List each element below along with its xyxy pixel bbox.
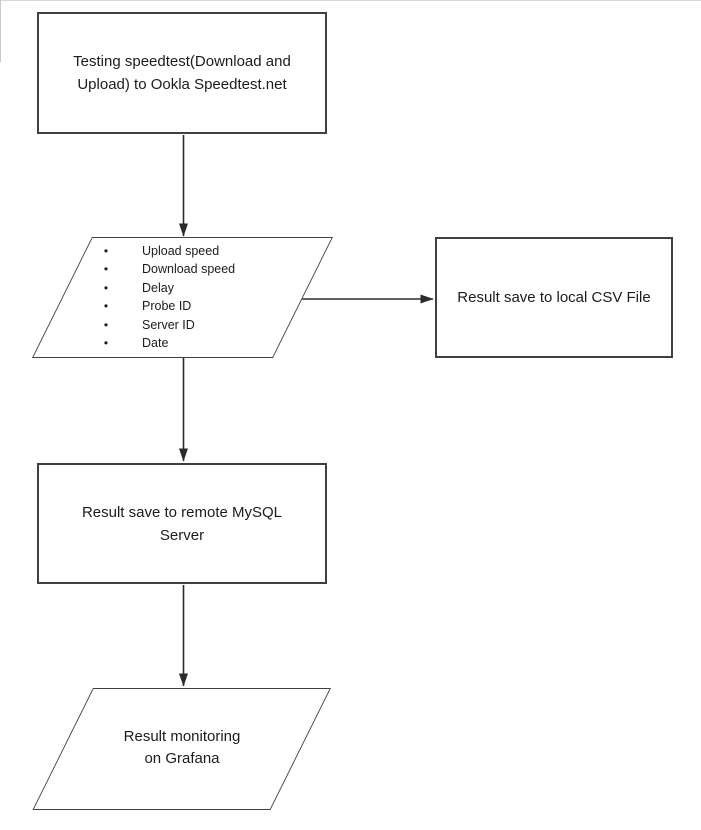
list-item-label: Server ID: [142, 317, 195, 332]
list-item: • Download speed: [101, 260, 311, 278]
process-speedtest-box: [37, 12, 327, 134]
list-item: • Delay: [101, 279, 311, 297]
process-mysql-label: Result save to remote MySQL Server: [37, 463, 327, 584]
data-grafana-label-line2: on Grafana: [144, 750, 220, 767]
bullet-icon: •: [103, 299, 109, 314]
bullet-icon: •: [103, 317, 109, 332]
process-csv-label-line: Result save to local CSV File: [457, 289, 651, 306]
process-speedtest-label-line1: Testing speedtest(Download and: [73, 53, 291, 70]
list-item: • Upload speed: [101, 242, 311, 260]
list-item: • Server ID: [101, 316, 311, 334]
process-csv-box: [435, 237, 673, 358]
bullet-icon: •: [103, 280, 109, 295]
list-item: • Probe ID: [101, 297, 311, 315]
list-item-label: Date: [142, 335, 169, 350]
bullet-icon: •: [103, 244, 109, 258]
process-mysql-label-line2: Server: [159, 526, 205, 544]
process-speedtest-label: Testing speedtest(Download and Upload) t…: [37, 12, 327, 134]
process-mysql-label-line1: Result save to remote MySQL: [81, 503, 283, 521]
bullet-icon: •: [103, 262, 109, 277]
page-left-edge: [0, 0, 1, 62]
list-item-label: Delay: [142, 280, 174, 295]
data-grafana-label-line1: Result monitoring: [123, 728, 241, 745]
bullet-icon: •: [103, 335, 109, 350]
list-item-label: Probe ID: [142, 299, 192, 314]
data-results-list: • Upload speed • Download speed • Delay …: [101, 242, 311, 352]
process-mysql-box: [37, 463, 327, 584]
process-speedtest-label-line2: Upload) to Ookla Speedtest.net: [77, 76, 287, 93]
list-item-label: Upload speed: [142, 244, 220, 258]
data-grafana-label: Result monitoring on Grafana: [62, 725, 302, 771]
list-item: • Date: [101, 334, 311, 352]
page-top-edge: [0, 0, 701, 1]
list-item-label: Download speed: [142, 262, 236, 277]
process-csv-label: Result save to local CSV File: [435, 237, 673, 358]
